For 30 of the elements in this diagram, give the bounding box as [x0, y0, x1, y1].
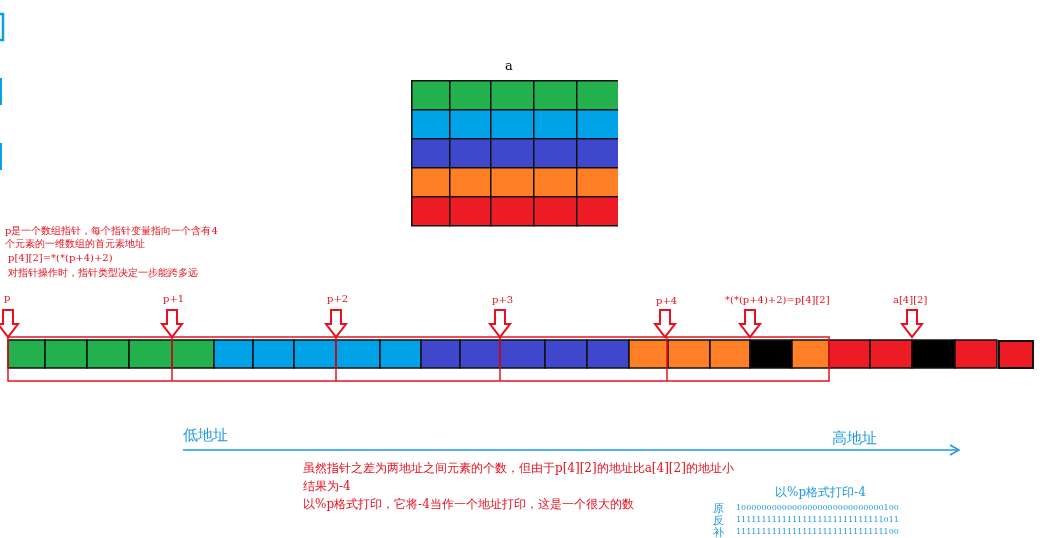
pointer-label: *(*(p+4)+2)=p[4][2] — [725, 295, 830, 305]
note-text: 以%p格式打印，它将-4当作一个地址打印，这是一个很大的数 — [303, 497, 634, 513]
row-label: 原 — [713, 502, 724, 515]
formula-text: p[4][2]=*(*(p+4)+2) — [8, 251, 113, 264]
heading-text: 以%p格式打印-4 — [775, 485, 866, 501]
note-text: 对指针操作时，指针类型决定一步能跨多远 — [8, 266, 198, 279]
pointer-arrow — [899, 309, 925, 339]
address-label: 高地址 — [832, 431, 877, 446]
pointer-arrow — [737, 309, 763, 339]
pointer-arrow — [159, 309, 185, 339]
pointer-label: p+1 — [163, 294, 185, 304]
note-text: 虽然指针之差为两地址之间元素的个数，但由于p[4][2]的地址比a[4][2]的地址小 — [303, 461, 734, 477]
arrow — [182, 444, 960, 456]
pointer-arrow — [652, 309, 678, 339]
row-label: 反 — [713, 514, 724, 527]
pointer-label: p+4 — [656, 296, 678, 306]
pointer-label: a[4][2] — [893, 295, 928, 305]
array-label: a — [505, 58, 513, 73]
pointer-arrow — [487, 309, 513, 339]
pointer-arrow — [323, 309, 349, 339]
pointer-label: p — [4, 293, 11, 303]
pointer-arrow — [0, 309, 21, 339]
pointer-label: p+2 — [327, 294, 349, 304]
binary-text: 11111111111111111111111111111011 — [736, 515, 899, 526]
row-label: 补 — [713, 526, 724, 538]
pointer-label: p+3 — [492, 295, 514, 305]
address-label: 低地址 — [183, 428, 228, 443]
binary-text: 11111111111111111111111111111100 — [736, 527, 899, 538]
binary-text: 10000000000000000000000000000100 — [736, 503, 899, 514]
note-text: 结果为-4 — [303, 479, 351, 495]
